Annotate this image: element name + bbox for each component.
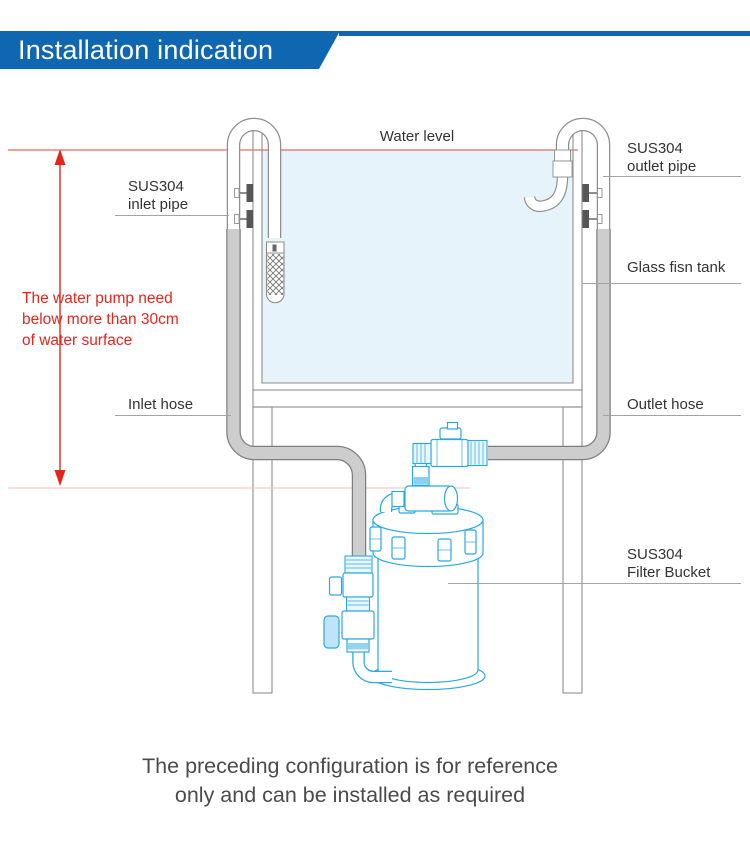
stand-leg-left [252,406,273,694]
outlet-hose [488,229,611,461]
filter-bucket [323,421,488,691]
glass-tank-label: Glass fisn tank [627,259,726,276]
water-level-label: Water level [380,128,454,145]
inlet-hose [226,229,367,561]
pump-note-line1: The water pump need [22,290,173,307]
outlet-pipe-clamps [582,184,603,228]
diagram-labels: Water level SUS304 inlet pipe SUS304 out… [115,128,741,584]
stand-top [252,389,583,408]
pump-head [379,485,459,512]
glass-fish-tank [8,126,583,694]
inlet-pipe-label-line1: SUS304 [128,178,184,195]
outlet-pipe [523,117,611,234]
footer-caption-line1: The preceding configuration is for refer… [142,754,558,778]
footer-caption-line2: only and can be installed as required [174,782,526,807]
footer-caption: The preceding configuration is for refer… [0,752,700,809]
filter-bucket-label-line1: SUS304 [627,546,683,563]
pump-note-line2: below more than 30cm [22,311,179,328]
top-valve [411,421,488,487]
inlet-pipe-clamps [234,184,253,228]
arrow-up-icon [54,149,66,165]
intake-strainer [265,241,285,304]
depth-measure: The water pump need below more than 30cm… [22,149,179,486]
outlet-pipe-label-line2: outlet pipe [627,158,696,175]
left-valve-stack [323,555,392,684]
filter-bucket-label-line2: Filter Bucket [627,564,711,581]
arrow-down-icon [54,470,66,486]
outlet-hose-label: Outlet hose [627,396,704,413]
page-title: Installation indication [18,35,274,65]
pump-note-line3: of water surface [22,332,132,349]
inlet-pipe-label-line2: inlet pipe [128,196,188,213]
inlet-pipe [226,117,285,304]
header-banner: Installation indication [0,31,340,69]
outlet-pipe-label-line1: SUS304 [627,140,683,157]
inlet-hose-label: Inlet hose [128,396,193,413]
header-accent-strip [339,31,750,36]
stand-leg-right [562,406,583,694]
